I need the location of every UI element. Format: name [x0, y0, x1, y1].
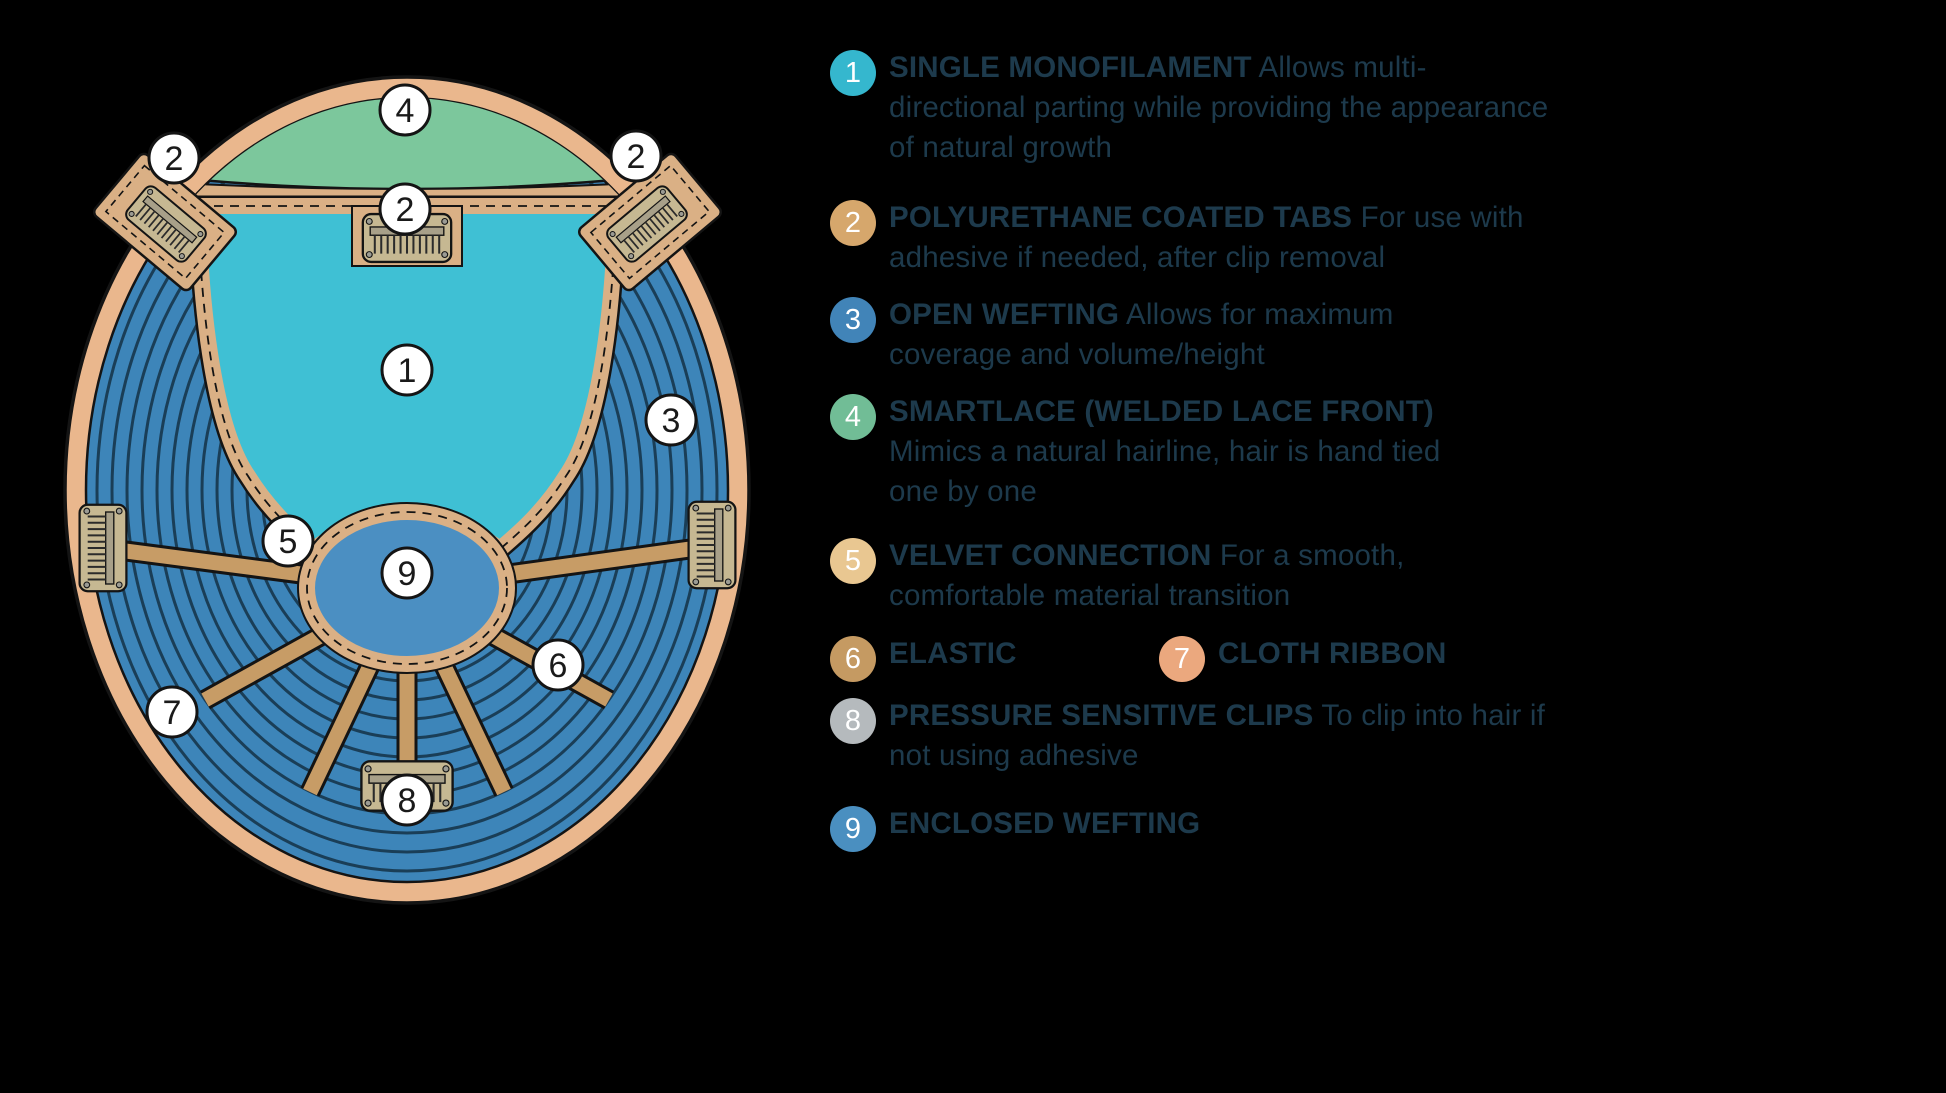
legend-badge-number: 4	[844, 400, 862, 433]
legend-badge-1: 1	[830, 50, 876, 96]
badge-label: 2	[627, 138, 646, 176]
wig-cap-diagram: 4 2 2 2 1 3 5 9 6	[0, 0, 790, 1088]
legend: 1 SINGLE MONOFILAMENT Allows multi-direc…	[830, 0, 1930, 1088]
legend-badge-8: 8	[830, 698, 876, 744]
legend-badge-9: 9	[830, 806, 876, 852]
velvet-ring-dashes	[306, 511, 508, 665]
legend-item-open-wefting: 3 OPEN WEFTING Allows for maximum covera…	[830, 295, 1449, 375]
clip-left	[78, 503, 128, 593]
legend-badge-6: 6	[830, 636, 876, 682]
legend-badge-2: 2	[830, 200, 876, 246]
legend-badge-number: 6	[844, 642, 862, 675]
diagram-badge-lace-front: 4	[378, 83, 432, 137]
wig-cap-diagram-svg: 4 2 2 2 1 3 5 9 6	[63, 75, 751, 905]
legend-item-velvet-connection: 5 VELVET CONNECTION For a smooth, comfor…	[830, 536, 1509, 616]
diagram-badge-clips: 8	[380, 773, 434, 827]
legend-title: ELASTIC	[889, 637, 1017, 670]
badge-label: 2	[165, 140, 184, 178]
legend-badge-number: 9	[844, 812, 862, 845]
legend-badge-number: 1	[844, 56, 862, 89]
badge-label: 6	[549, 647, 568, 685]
diagram-badge-tab-left: 2	[147, 131, 201, 185]
clip-right	[687, 500, 737, 590]
legend-badge-number: 3	[844, 303, 862, 336]
badge-label: 9	[398, 555, 417, 593]
legend-badge-number: 7	[1173, 642, 1191, 675]
legend-text: SMARTLACE (WELDED LACE FRONT) Mimics a n…	[889, 392, 1449, 512]
legend-title: ENCLOSED WEFTING	[889, 807, 1201, 840]
legend-desc: Allows multi-directional parting while p…	[889, 51, 1549, 164]
legend-text: VELVET CONNECTION For a smooth, comforta…	[889, 536, 1509, 616]
diagram-badge-monofilament: 1	[380, 343, 434, 397]
legend-item-elastic-and-cloth-ribbon: 6 ELASTIC 7 CLOTH RIBBON	[830, 634, 1518, 682]
badge-label: 3	[662, 402, 681, 440]
diagram-badge-open-wefting: 3	[644, 393, 698, 447]
diagram-badge-velvet: 5	[261, 514, 315, 568]
legend-badge-number: 2	[844, 206, 862, 239]
diagram-badge-cloth-ribbon: 7	[145, 685, 199, 739]
legend-text: OPEN WEFTING Allows for maximum coverage…	[889, 295, 1449, 375]
legend-text: ELASTIC	[889, 634, 1146, 674]
diagram-badge-tab-right: 2	[609, 129, 663, 183]
legend-desc: For use with adhesive if needed, after c…	[889, 201, 1524, 274]
badge-label: 7	[163, 694, 182, 732]
legend-badge-4: 4	[830, 394, 876, 440]
legend-title: VELVET CONNECTION	[889, 539, 1212, 572]
badge-label: 4	[396, 92, 415, 130]
legend-text: ENCLOSED WEFTING	[889, 804, 1569, 844]
legend-desc: Allows for maximum coverage and volume/h…	[889, 298, 1394, 371]
legend-item-polyurethane-tabs: 2 POLYURETHANE COATED TABS For use with …	[830, 198, 1589, 278]
badge-label: 2	[396, 191, 415, 229]
legend-title: CLOTH RIBBON	[1218, 637, 1447, 670]
legend-text: SINGLE MONOFILAMENT Allows multi-directi…	[889, 48, 1549, 168]
legend-text: POLYURETHANE COATED TABS For use with ad…	[889, 198, 1589, 278]
legend-title: OPEN WEFTING	[889, 298, 1120, 331]
legend-desc: Mimics a natural hairline, hair is hand …	[889, 435, 1441, 508]
legend-item-pressure-clips: 8 PRESSURE SENSITIVE CLIPS To clip into …	[830, 696, 1549, 776]
diagram-badge-enclosed-wefting: 9	[380, 546, 434, 600]
legend-title: SINGLE MONOFILAMENT	[889, 51, 1252, 84]
legend-text: CLOTH RIBBON	[1218, 634, 1518, 674]
legend-desc: To clip into hair if not using adhesive	[889, 699, 1546, 772]
legend-badge-5: 5	[830, 538, 876, 584]
legend-item-smartlace: 4 SMARTLACE (WELDED LACE FRONT) Mimics a…	[830, 392, 1449, 512]
diagram-badge-elastic: 6	[531, 638, 585, 692]
monofilament-stitch-dashes	[197, 205, 617, 551]
badge-label: 8	[398, 782, 417, 820]
legend-badge-number: 8	[844, 704, 862, 737]
legend-title: SMARTLACE (WELDED LACE FRONT)	[889, 395, 1434, 428]
legend-title: PRESSURE SENSITIVE CLIPS	[889, 699, 1314, 732]
legend-badge-3: 3	[830, 297, 876, 343]
legend-badge-number: 5	[844, 544, 862, 577]
diagram-badge-tab-center: 2	[378, 182, 432, 236]
badge-label: 1	[398, 352, 417, 390]
legend-title: POLYURETHANE COATED TABS	[889, 201, 1353, 234]
legend-desc: For a smooth, comfortable material trans…	[889, 539, 1405, 612]
legend-text: PRESSURE SENSITIVE CLIPS To clip into ha…	[889, 696, 1549, 776]
legend-item-enclosed-wefting: 9 ENCLOSED WEFTING	[830, 804, 1569, 852]
legend-item-single-monofilament: 1 SINGLE MONOFILAMENT Allows multi-direc…	[830, 48, 1549, 168]
legend-badge-7: 7	[1159, 636, 1205, 682]
badge-label: 5	[279, 523, 298, 561]
